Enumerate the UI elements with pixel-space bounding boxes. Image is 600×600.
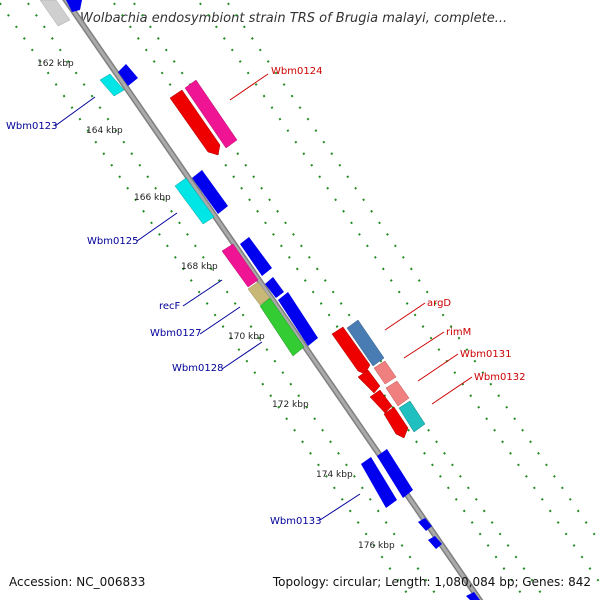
gene-blue-176b[interactable] — [428, 536, 442, 549]
gene-labels: Wbm0124 Wbm0123 Wbm0125 recF Wbm0127 Wbm… — [6, 66, 525, 527]
tick-guide-line — [130, 0, 547, 600]
tick-guide-line — [24, 0, 441, 600]
tick-guide-line — [110, 0, 527, 600]
label-recF[interactable]: recF — [159, 301, 181, 312]
kbp-label-162: 162 kbp — [37, 59, 74, 69]
genes-inner — [99, 64, 442, 549]
accession-text: Accession: NC_006833 — [9, 575, 145, 589]
kbp-label-164: 164 kbp — [86, 126, 123, 136]
label-rimM[interactable]: rimM — [446, 327, 471, 338]
gene-blue-168b[interactable] — [265, 277, 284, 298]
gene-recF-magenta[interactable] — [221, 243, 259, 288]
gene-blue-170[interactable] — [278, 292, 318, 346]
label-wbm0133[interactable]: Wbm0133 — [270, 516, 321, 527]
callout-lines — [54, 73, 473, 521]
gene-blue-166[interactable] — [192, 170, 228, 214]
genes-outer — [169, 79, 480, 600]
gene-rimM-salmon[interactable] — [373, 360, 397, 385]
label-wbm0128[interactable]: Wbm0128 — [172, 363, 223, 374]
map-title: Wolbachia endosymbiont strain TRS of Bru… — [80, 11, 507, 26]
kbp-label-170: 170 kbp — [228, 332, 265, 342]
gene-stub-top[interactable] — [39, 0, 71, 27]
kbp-label-168: 168 kbp — [181, 262, 218, 272]
gene-blue-168a[interactable] — [240, 237, 272, 276]
gene-wbm0125-cyan[interactable] — [174, 177, 215, 225]
label-wbm0127[interactable]: Wbm0127 — [150, 328, 201, 339]
label-wbm0124[interactable]: Wbm0124 — [271, 66, 322, 77]
kbp-label-176: 176 kbp — [358, 541, 395, 551]
gene-wbm0131-salmon[interactable] — [385, 380, 410, 407]
gene-blue-176a[interactable] — [418, 518, 432, 531]
tick-guide-line — [196, 0, 600, 585]
kbp-label-172: 172 kbp — [272, 400, 309, 410]
gene-wbm0124-magenta[interactable] — [184, 79, 238, 149]
label-wbm0123[interactable]: Wbm0123 — [6, 121, 57, 132]
label-wbm0125[interactable]: Wbm0125 — [87, 236, 138, 247]
kbp-label-166: 166 kbp — [134, 193, 171, 203]
genome-summary-text: Topology: circular; Length: 1,080,084 bp… — [272, 575, 591, 589]
gene-wbm0123-cyan[interactable] — [99, 73, 125, 97]
gene-red-171a[interactable] — [331, 326, 371, 375]
gene-wbm0133-blue-a[interactable] — [361, 457, 397, 508]
label-wbm0132[interactable]: Wbm0132 — [474, 372, 525, 383]
gene-argD-steel[interactable] — [346, 319, 385, 367]
gene-red-172a[interactable] — [369, 389, 393, 414]
tick-guide-line — [0, 1, 413, 600]
gene-blue-162[interactable] — [118, 64, 138, 86]
gene-blue-top[interactable] — [66, 0, 82, 12]
gene-wbm0128-green[interactable] — [259, 297, 305, 357]
gene-blue-bottom[interactable] — [466, 592, 480, 600]
label-argD[interactable]: argD — [427, 298, 451, 309]
label-wbm0131[interactable]: Wbm0131 — [460, 349, 511, 360]
kbp-label-174: 174 kbp — [316, 470, 353, 480]
gene-wbm0133-blue-b[interactable] — [377, 449, 413, 498]
genome-backbone — [62, 0, 484, 600]
gene-red-172b[interactable] — [383, 406, 409, 439]
scale-labels: 162 kbp 164 kbp 166 kbp 168 kbp 170 kbp … — [37, 59, 395, 551]
gene-red-171b[interactable] — [357, 369, 381, 394]
gene-red-163[interactable] — [169, 89, 221, 156]
gene-wbm0132-teal[interactable] — [398, 400, 426, 433]
